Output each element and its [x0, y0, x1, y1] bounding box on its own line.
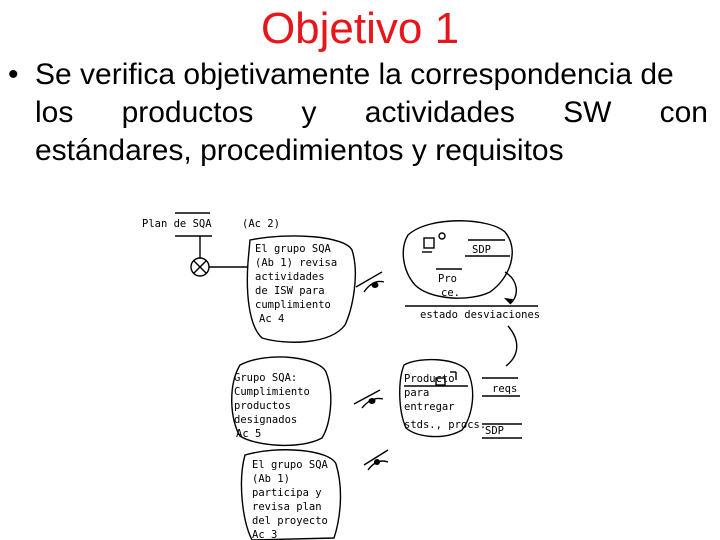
estado-to-product-curve	[505, 325, 518, 367]
bullet-marker: •	[8, 58, 19, 91]
product-line-4: stds., procs.	[404, 419, 486, 431]
bullet-text: Se verifica objetivamente la corresponde…	[35, 56, 708, 170]
sdp-top-label: SDP	[472, 244, 491, 256]
product-bubble	[399, 358, 474, 438]
ce-label: ce.	[441, 287, 460, 299]
box3-text: El grupo SQA (Ab 1) participa y revisa p…	[252, 459, 329, 540]
box1-line-4: de ISW para	[255, 285, 325, 297]
sdp-bottom-label: SDP	[485, 425, 504, 437]
product-line-1: Producto	[404, 373, 455, 385]
box1-text: El grupo SQA (Ab 1) revisa actividades d…	[255, 243, 337, 325]
eye-icon	[363, 449, 389, 471]
box3-line-1: El grupo SQA	[252, 459, 329, 471]
box3-line-5: del proyecto	[252, 515, 328, 527]
box1-line-2: (Ab 1) revisa	[255, 257, 337, 269]
box2-line-2: Cumplimiento	[234, 386, 310, 398]
stamp-icon	[435, 371, 457, 386]
bullet-point: • Se verifica objetivamente la correspon…	[8, 56, 708, 170]
box2-text: Grupo SQA: Cumplimiento productos design…	[234, 372, 310, 440]
plan-label: Plan de SQA	[142, 218, 212, 230]
product-line-2: para	[404, 387, 429, 399]
box1-line-3: actividades	[255, 271, 325, 283]
box3-line-3: participa y	[252, 487, 322, 499]
box3-bubble	[240, 449, 342, 540]
cross-line-b	[193, 260, 207, 274]
sdp-arrow	[504, 271, 517, 305]
reqs-label: reqs	[492, 383, 517, 395]
bullet-line-3: estándares, procedimientos y requisitos	[35, 134, 564, 167]
box2-line-3: productos	[234, 400, 291, 412]
box2-line-5: Ac 5	[236, 428, 261, 440]
estado-label: estado desviaciones	[420, 309, 540, 321]
product-line-3: entregar	[404, 401, 455, 413]
stamp-icon	[422, 232, 446, 253]
box3-line-6: Ac 3	[252, 529, 277, 540]
box3-line-4: revisa plan	[252, 501, 322, 513]
box2-bubble	[231, 356, 332, 447]
box2-line-4: designados	[234, 414, 297, 426]
eye-icon	[353, 389, 384, 409]
box1-line-1: El grupo SQA	[255, 243, 332, 255]
pro-label: Pro	[438, 273, 457, 285]
box1-line-6: Ac 4	[259, 313, 284, 325]
slide-title: Objetivo 1	[260, 4, 460, 53]
bullet-line-2: los productos y actividades SW con	[35, 96, 708, 129]
box2-line-1: Grupo SQA:	[234, 372, 297, 384]
box1-line-5: cumplimiento	[255, 299, 331, 311]
bullet-line-1: Se verifica objetivamente la corresponde…	[35, 58, 674, 91]
sdp-arrow-head	[504, 298, 513, 304]
box3-line-2: (Ab 1)	[252, 473, 290, 485]
sdp-bubble	[402, 220, 513, 299]
eye-icon	[355, 271, 385, 293]
box1-bubble	[246, 235, 356, 343]
ac2-label: (Ac 2)	[242, 218, 280, 230]
